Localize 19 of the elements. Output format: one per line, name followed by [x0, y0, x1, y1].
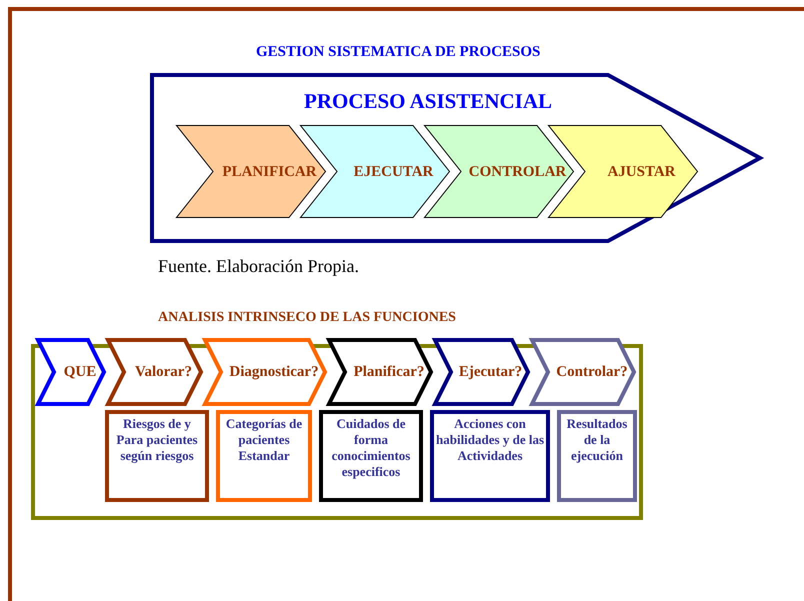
step-label: Ejecutar? — [458, 363, 524, 381]
step-label: Controlar? — [555, 363, 629, 381]
description-box: Cuidados de forma conocimientos especificos — [319, 410, 423, 502]
description-box: Acciones con habilidades y de las Actividades — [430, 410, 550, 502]
description-box: Riesgos de y Para pacientes según riesgos — [105, 410, 209, 502]
step-label: CONTROLAR — [468, 162, 568, 180]
description-box: Resultados de la ejecución — [557, 410, 637, 502]
step-label: QUE — [62, 363, 98, 381]
step-label: Valorar? — [134, 363, 193, 381]
caption: Fuente. Elaboración Propia. — [158, 256, 359, 277]
step-label: PLANIFICAR — [221, 162, 318, 180]
group-title: ANALISIS INTRINSECO DE LAS FUNCIONES — [158, 310, 456, 326]
process-title: PROCESO ASISTENCIAL — [303, 89, 553, 114]
step-label: Diagnosticar? — [228, 363, 320, 381]
step-label: Planificar? — [352, 363, 426, 381]
step-label: AJUSTAR — [606, 162, 677, 180]
diagram-title: GESTION SISTEMATICA DE PROCESOS — [256, 44, 540, 61]
step-label: EJECUTAR — [352, 162, 434, 180]
description-box: Categorías de pacientes Estandar — [216, 410, 312, 502]
